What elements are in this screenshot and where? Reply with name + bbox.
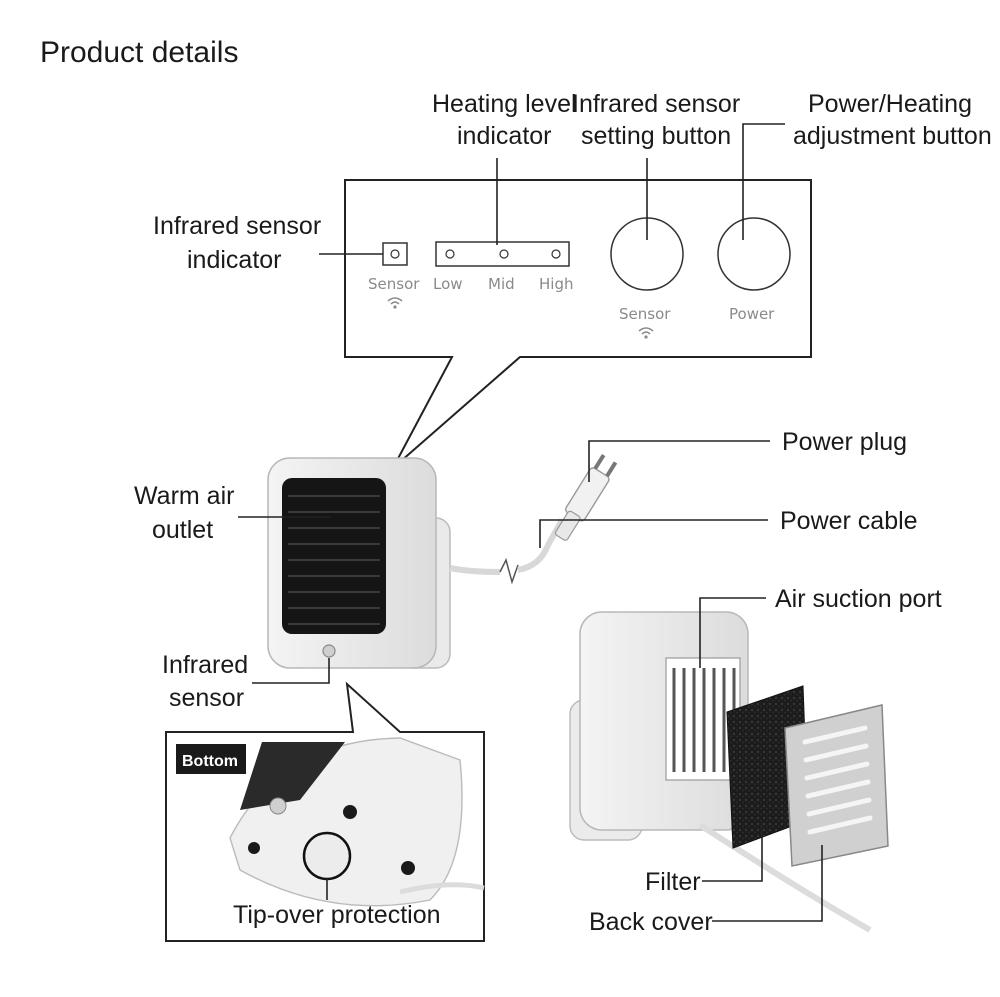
sensor-indicator-label-line1: Infrared sensor bbox=[153, 212, 321, 240]
leader-power-plug bbox=[588, 440, 770, 482]
warm-air-label-line2: outlet bbox=[152, 516, 213, 544]
warm-air-grille bbox=[282, 478, 386, 634]
tip-over-label: Tip-over protection bbox=[233, 901, 441, 929]
back-cover-label: Back cover bbox=[589, 908, 713, 936]
level-high-label: High bbox=[539, 275, 573, 293]
leader-air-suction bbox=[699, 597, 766, 668]
leader-power-cable bbox=[539, 519, 768, 548]
front-infrared-sensor bbox=[322, 644, 336, 658]
leader-power-button bbox=[742, 123, 785, 240]
sensor-indicator-label-line2: indicator bbox=[187, 246, 282, 274]
leader-infrared-sensor bbox=[252, 658, 330, 684]
level-mid-label: Mid bbox=[488, 275, 515, 293]
sensor-indicator-light bbox=[382, 242, 408, 266]
power-plug-illustration bbox=[554, 453, 618, 541]
page-title: Product details bbox=[40, 36, 238, 69]
bottom-badge bbox=[176, 744, 246, 774]
level-low-label: Low bbox=[433, 275, 463, 293]
sensor-button-label-line2: setting button bbox=[581, 122, 731, 150]
heater-back-illustration bbox=[569, 611, 889, 933]
heating-level-label-line1: Heating level bbox=[432, 90, 577, 118]
power-plug-label: Power plug bbox=[782, 428, 907, 456]
level-mid-light bbox=[499, 249, 509, 259]
panel-sensor-indicator-label: Sensor bbox=[368, 275, 420, 293]
filter-label: Filter bbox=[645, 868, 701, 896]
warm-air-label-line1: Warm air bbox=[134, 482, 234, 510]
wifi-sensor-icon bbox=[387, 297, 403, 309]
sensor-button-label-line1: Infrared sensor bbox=[572, 90, 740, 118]
infrared-sensor-label-line1: Infrared bbox=[162, 651, 248, 679]
grille-slats bbox=[288, 495, 380, 625]
tip-over-switch bbox=[302, 831, 352, 881]
panel-power-button-label: Power bbox=[729, 305, 775, 323]
bottom-grille-edge bbox=[240, 742, 345, 810]
foot-1 bbox=[343, 805, 357, 819]
foot-3 bbox=[401, 861, 415, 875]
bottom-badge-label: Bottom bbox=[182, 753, 238, 770]
infrared-sensor-label-line2: sensor bbox=[169, 684, 244, 712]
leader-filter bbox=[702, 820, 763, 882]
foot-2 bbox=[248, 842, 260, 854]
back-cover-illustration bbox=[784, 704, 889, 867]
power-button-label-line2: adjustment button bbox=[793, 122, 992, 150]
leader-back-cover bbox=[712, 845, 823, 922]
power-button bbox=[717, 217, 791, 291]
bottom-detail-callout: Bottom bbox=[165, 681, 485, 942]
panel-sensor-button-label: Sensor bbox=[619, 305, 671, 323]
heater-front-illustration bbox=[267, 453, 618, 669]
heating-level-bar bbox=[435, 241, 570, 267]
power-cable-label: Power cable bbox=[780, 507, 918, 535]
level-low-light bbox=[445, 249, 455, 259]
wifi-sensor-icon bbox=[638, 327, 654, 339]
power-button-label-line1: Power/Heating bbox=[808, 90, 972, 118]
level-high-light bbox=[551, 249, 561, 259]
back-cover-slots bbox=[802, 725, 873, 835]
air-suction-label: Air suction port bbox=[775, 585, 942, 613]
control-panel-callout: Sensor Low Mid High Sensor Power bbox=[344, 179, 812, 469]
suction-slots bbox=[672, 668, 736, 772]
heating-level-label-line2: indicator bbox=[457, 122, 552, 150]
